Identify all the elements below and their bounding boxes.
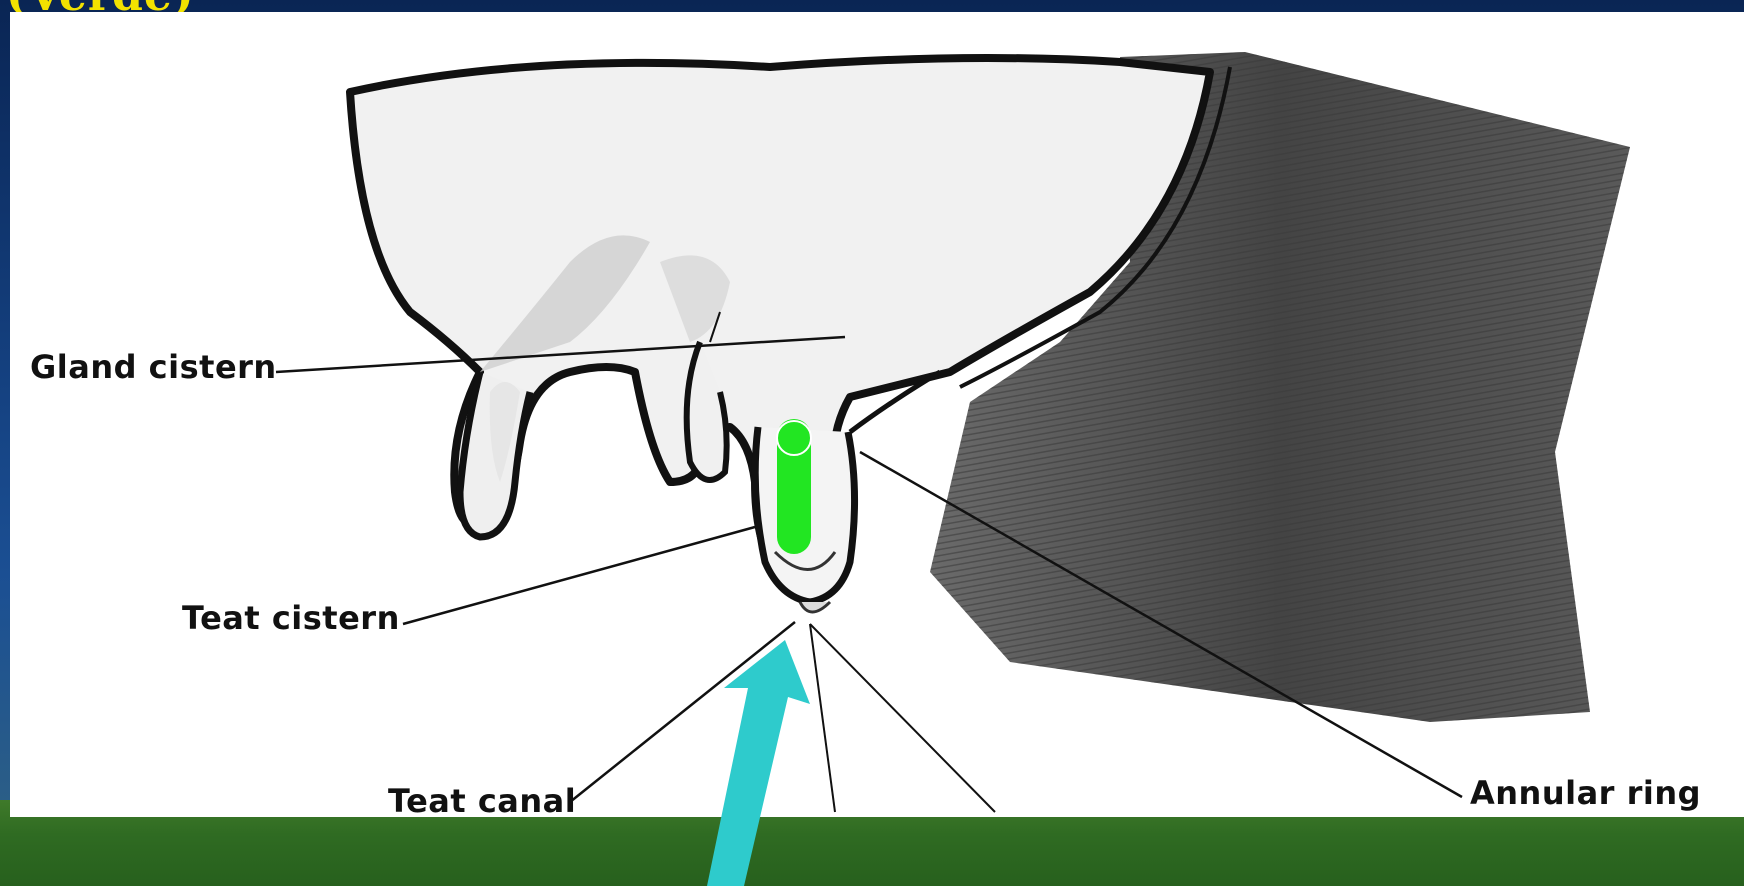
green-highlight-bar: [777, 419, 811, 554]
cyan-pointer-arrow-icon: [707, 640, 810, 886]
